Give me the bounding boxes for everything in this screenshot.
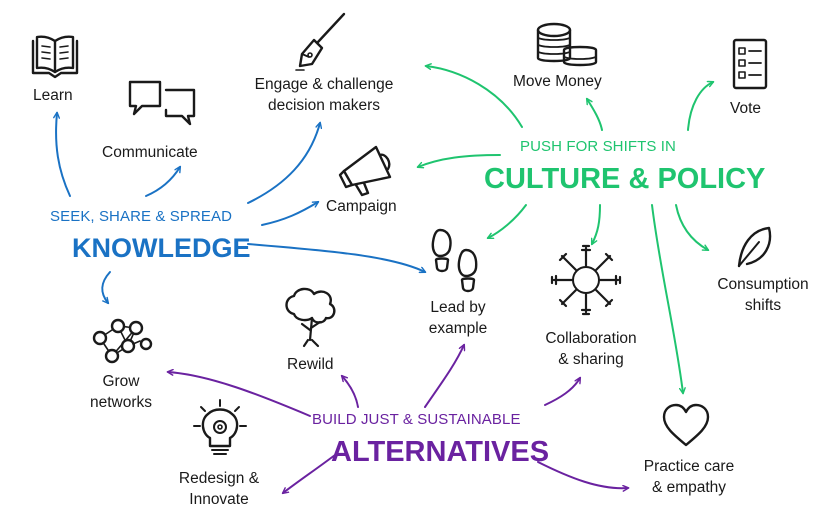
megaphone-icon — [338, 145, 392, 197]
tree-icon — [285, 287, 336, 348]
book-icon — [31, 35, 79, 79]
hands-circle-icon — [550, 244, 622, 316]
network-icon — [92, 318, 153, 364]
coins-icon — [536, 22, 598, 67]
ballot-icon — [732, 38, 768, 90]
arrow-culture-collaboration — [590, 204, 601, 246]
arrow-alternatives-collaboration — [544, 376, 582, 406]
culture-subtitle: PUSH FOR SHIFTS IN — [520, 138, 676, 155]
footprints-icon — [431, 228, 478, 293]
arrow-alternatives-care — [537, 461, 630, 492]
alternatives-title: ALTERNATIVES — [331, 436, 550, 468]
campaign-label: Campaign — [326, 198, 397, 215]
communicate-label: Communicate — [102, 144, 198, 161]
arrow-knowledge-learn — [53, 111, 71, 197]
leaf-icon — [737, 226, 772, 268]
arrow-culture-movemoney — [585, 97, 603, 131]
arrow-culture-campaign — [416, 154, 501, 169]
heart-icon — [662, 403, 710, 447]
arrow-alternatives-redesign — [281, 454, 336, 495]
redesign-label: Redesign &Innovate — [178, 470, 260, 508]
move-money-label: Move Money — [513, 73, 602, 90]
arrow-knowledge-communicate — [145, 165, 182, 197]
speech-bubbles-icon — [128, 80, 196, 126]
arrow-culture-care — [651, 204, 686, 395]
knowledge-subtitle: SEEK, SHARE & SPREAD — [50, 208, 233, 225]
arrow-knowledge-campaign — [261, 200, 320, 226]
learn-label: Learn — [33, 87, 73, 104]
arrow-alternatives-lead — [424, 343, 466, 408]
arrow-culture-lead — [486, 204, 527, 240]
arrow-knowledge-lead — [247, 243, 427, 274]
arrow-alternatives-rewild — [340, 374, 359, 408]
arrow-knowledge-grow — [101, 271, 111, 305]
fountain-pen-icon — [295, 12, 346, 71]
knowledge-title: KNOWLEDGE — [72, 233, 251, 263]
arrow-culture-vote — [687, 80, 715, 131]
lightbulb-icon — [193, 399, 247, 455]
arrow-culture-engage — [424, 63, 523, 128]
care-label: Practice care& empathy — [643, 458, 735, 496]
vote-label: Vote — [730, 100, 762, 117]
culture-title: CULTURE & POLICY — [484, 163, 766, 195]
arrow-alternatives-grow — [166, 368, 311, 417]
collaboration-label: Collaboration& sharing — [545, 330, 637, 368]
arrow-knowledge-engage — [247, 121, 323, 204]
rewild-label: Rewild — [287, 356, 334, 373]
alternatives-subtitle: BUILD JUST & SUSTAINABLE — [312, 411, 521, 428]
arrow-culture-consumption — [675, 204, 710, 252]
